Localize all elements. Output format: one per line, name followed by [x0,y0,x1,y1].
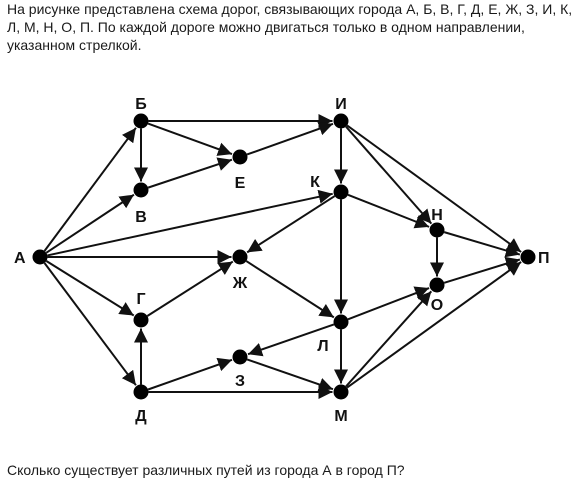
edge-A-K [47,189,333,257]
node-label-D: Д [135,408,147,425]
node-label-M: М [334,408,347,425]
problem-statement: На рисунке представлена схема дорог, свя… [7,1,573,53]
edge-L-Z [247,323,335,357]
node-N [429,222,445,238]
edge-A-V [45,193,135,254]
edge-A-G [45,260,135,317]
edge-E-I [246,121,334,156]
node-Z [232,349,248,365]
node-label-Zh: Ж [232,275,248,292]
node-D [133,384,149,400]
node-label-L: Л [317,338,328,355]
edge-I-N [345,125,433,225]
edge-O-P [443,256,521,284]
edge-I-P [346,124,522,253]
node-O [429,277,445,293]
node-label-A: А [14,250,26,267]
node-L [333,314,349,330]
node-label-K: К [310,174,320,191]
nodes-layer [32,113,536,400]
node-label-P: П [538,250,550,267]
labels-layer: А Б В Е И К Г Ж Д З Л М Н О П [14,96,550,425]
node-G [133,312,149,328]
edge-Z-M [246,358,334,392]
node-P [520,249,536,265]
edge-A-D [43,262,137,386]
question: Сколько существует различных путей из го… [7,462,405,478]
node-M [333,384,349,400]
edge-K-N [347,193,430,229]
edge-M-O [345,290,433,388]
edge-L-O [347,286,430,321]
node-E [232,149,248,165]
node-B [133,113,149,129]
node-label-O: О [431,297,443,314]
node-I [333,113,349,129]
node-A [32,249,48,265]
node-label-N: Н [431,207,443,224]
node-label-Z: З [235,373,245,390]
edge-V-E [147,157,233,189]
node-label-V: В [135,209,147,226]
node-K [333,184,349,200]
node-label-E: Е [235,175,246,192]
edge-K-Zh [246,195,336,254]
node-label-G: Г [136,291,145,308]
edge-D-Z [147,357,233,391]
edge-M-P [346,261,522,389]
edge-A-B [43,127,137,252]
edge-G-Zh [146,260,234,317]
node-label-I: И [335,96,347,113]
edges-layer [43,114,522,399]
edge-N-P [443,231,521,258]
node-V [133,182,149,198]
node-Zh [232,249,248,265]
edge-B-E [147,122,233,156]
edge-Zh-L [245,260,335,319]
node-label-B: Б [135,96,147,113]
